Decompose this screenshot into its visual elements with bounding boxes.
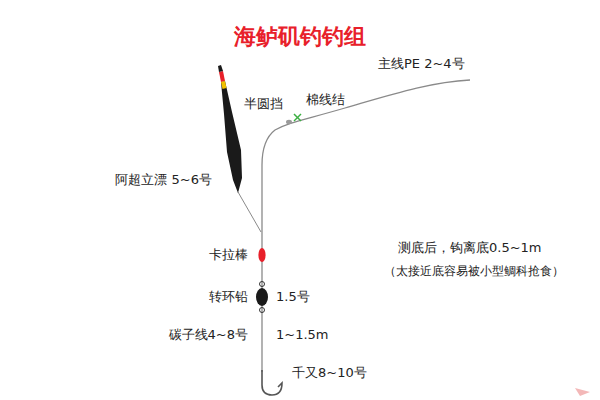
diagram-title: 海鲈矶钓钓组	[234, 22, 366, 52]
part-label: 棉线结	[306, 92, 345, 108]
part-label: 半圆挡	[244, 96, 283, 112]
float	[218, 65, 261, 232]
length-label: 1~1.5m	[276, 327, 329, 343]
carla-stick	[258, 248, 265, 262]
corner-mark	[575, 388, 590, 396]
half-round-stop	[286, 120, 292, 124]
size-label: 1.5号	[276, 289, 310, 305]
main-line	[262, 80, 470, 372]
part-label: 碳子线4~8号	[169, 327, 248, 343]
hook	[262, 370, 282, 395]
part-label: 千又8~10号	[292, 365, 367, 381]
note: 测底后，钩离底0.5~1m	[398, 240, 542, 256]
swivel-sinker	[256, 282, 268, 313]
part-label: 阿超立漂 5~6号	[115, 172, 212, 188]
part-label: 转环铅	[209, 289, 248, 305]
cotton-knot	[294, 114, 301, 121]
part-label: 卡拉棒	[209, 247, 248, 263]
line-label: 主线PE 2~4号	[378, 56, 465, 72]
note: （太接近底容易被小型鲷科抢食）	[384, 264, 564, 278]
